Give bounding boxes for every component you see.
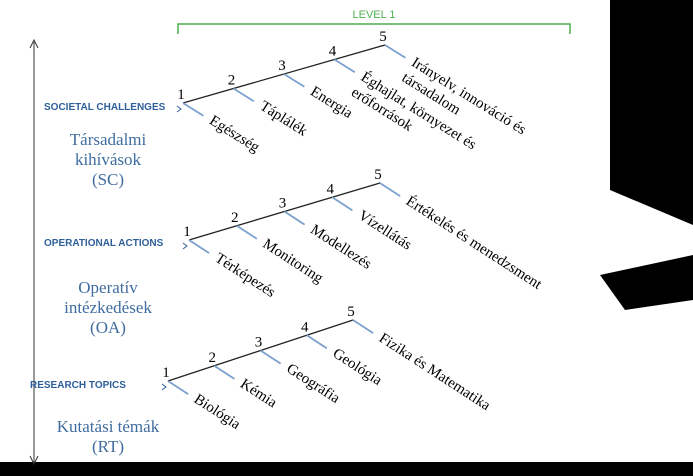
branch-line (352, 319, 374, 334)
branch-line (213, 364, 235, 380)
description-line: (SC) (91, 170, 125, 189)
branch-line (331, 196, 353, 212)
item-number: 2 (231, 210, 239, 226)
paper-cutout-mid (600, 255, 693, 310)
branch-line (188, 239, 210, 254)
description-line: Kutatási témák (56, 417, 160, 436)
axis-arrow-up-icon (29, 38, 39, 49)
item-number: 4 (301, 319, 309, 335)
item-number: 2 (209, 350, 217, 366)
item-number: 5 (347, 304, 355, 320)
branch-line (167, 380, 189, 395)
category-label: OPERATIONAL ACTIONS (44, 238, 164, 249)
category-arrow-icon (176, 105, 182, 113)
branch-line (384, 44, 406, 59)
item-number: 1 (183, 224, 191, 240)
category-arrow-icon (161, 383, 167, 391)
branch-line (306, 334, 328, 350)
description-oa: Operatív intézkedések (OA) (38, 278, 178, 338)
branch-line (260, 349, 282, 365)
description-rt: Kutatási témák (RT) (28, 417, 188, 457)
description-line: kihívások (74, 150, 142, 169)
item-number: 1 (177, 87, 185, 103)
description-line: (OA) (90, 318, 126, 337)
item-number: 2 (228, 73, 236, 89)
branch-line (284, 210, 306, 226)
level-label: LEVEL 1 (352, 9, 395, 21)
item-number: 5 (379, 29, 387, 45)
item-number: 3 (279, 196, 287, 212)
description-line: Társadalmi (69, 130, 147, 149)
axis-arrow-down-icon (29, 455, 39, 466)
paper-cutout-bottom (0, 462, 693, 476)
category-label: SOCIETAL CHALLENGES (44, 102, 166, 113)
description-sc: Társadalmi kihívások (SC) (38, 130, 178, 190)
branch-line (236, 224, 258, 240)
description-line: (RT) (91, 437, 125, 456)
item-number: 3 (255, 335, 263, 351)
item-number: 4 (327, 181, 335, 197)
category-arrow-icon (182, 242, 188, 250)
description-line: intézkedések (64, 298, 152, 317)
branch-line (379, 182, 401, 197)
branch-line (283, 73, 305, 88)
item-number: 4 (329, 44, 337, 60)
branch-line (233, 87, 255, 102)
item-number: 5 (374, 167, 382, 183)
branch-line (334, 58, 356, 73)
description-line: Operatív (78, 278, 138, 297)
category-label: RESEARCH TOPICS (30, 380, 126, 391)
paper-cutout-right (610, 0, 693, 225)
item-number: 1 (162, 365, 170, 381)
item-number: 3 (278, 58, 286, 74)
branch-line (182, 102, 204, 117)
level-bracket (177, 23, 571, 34)
